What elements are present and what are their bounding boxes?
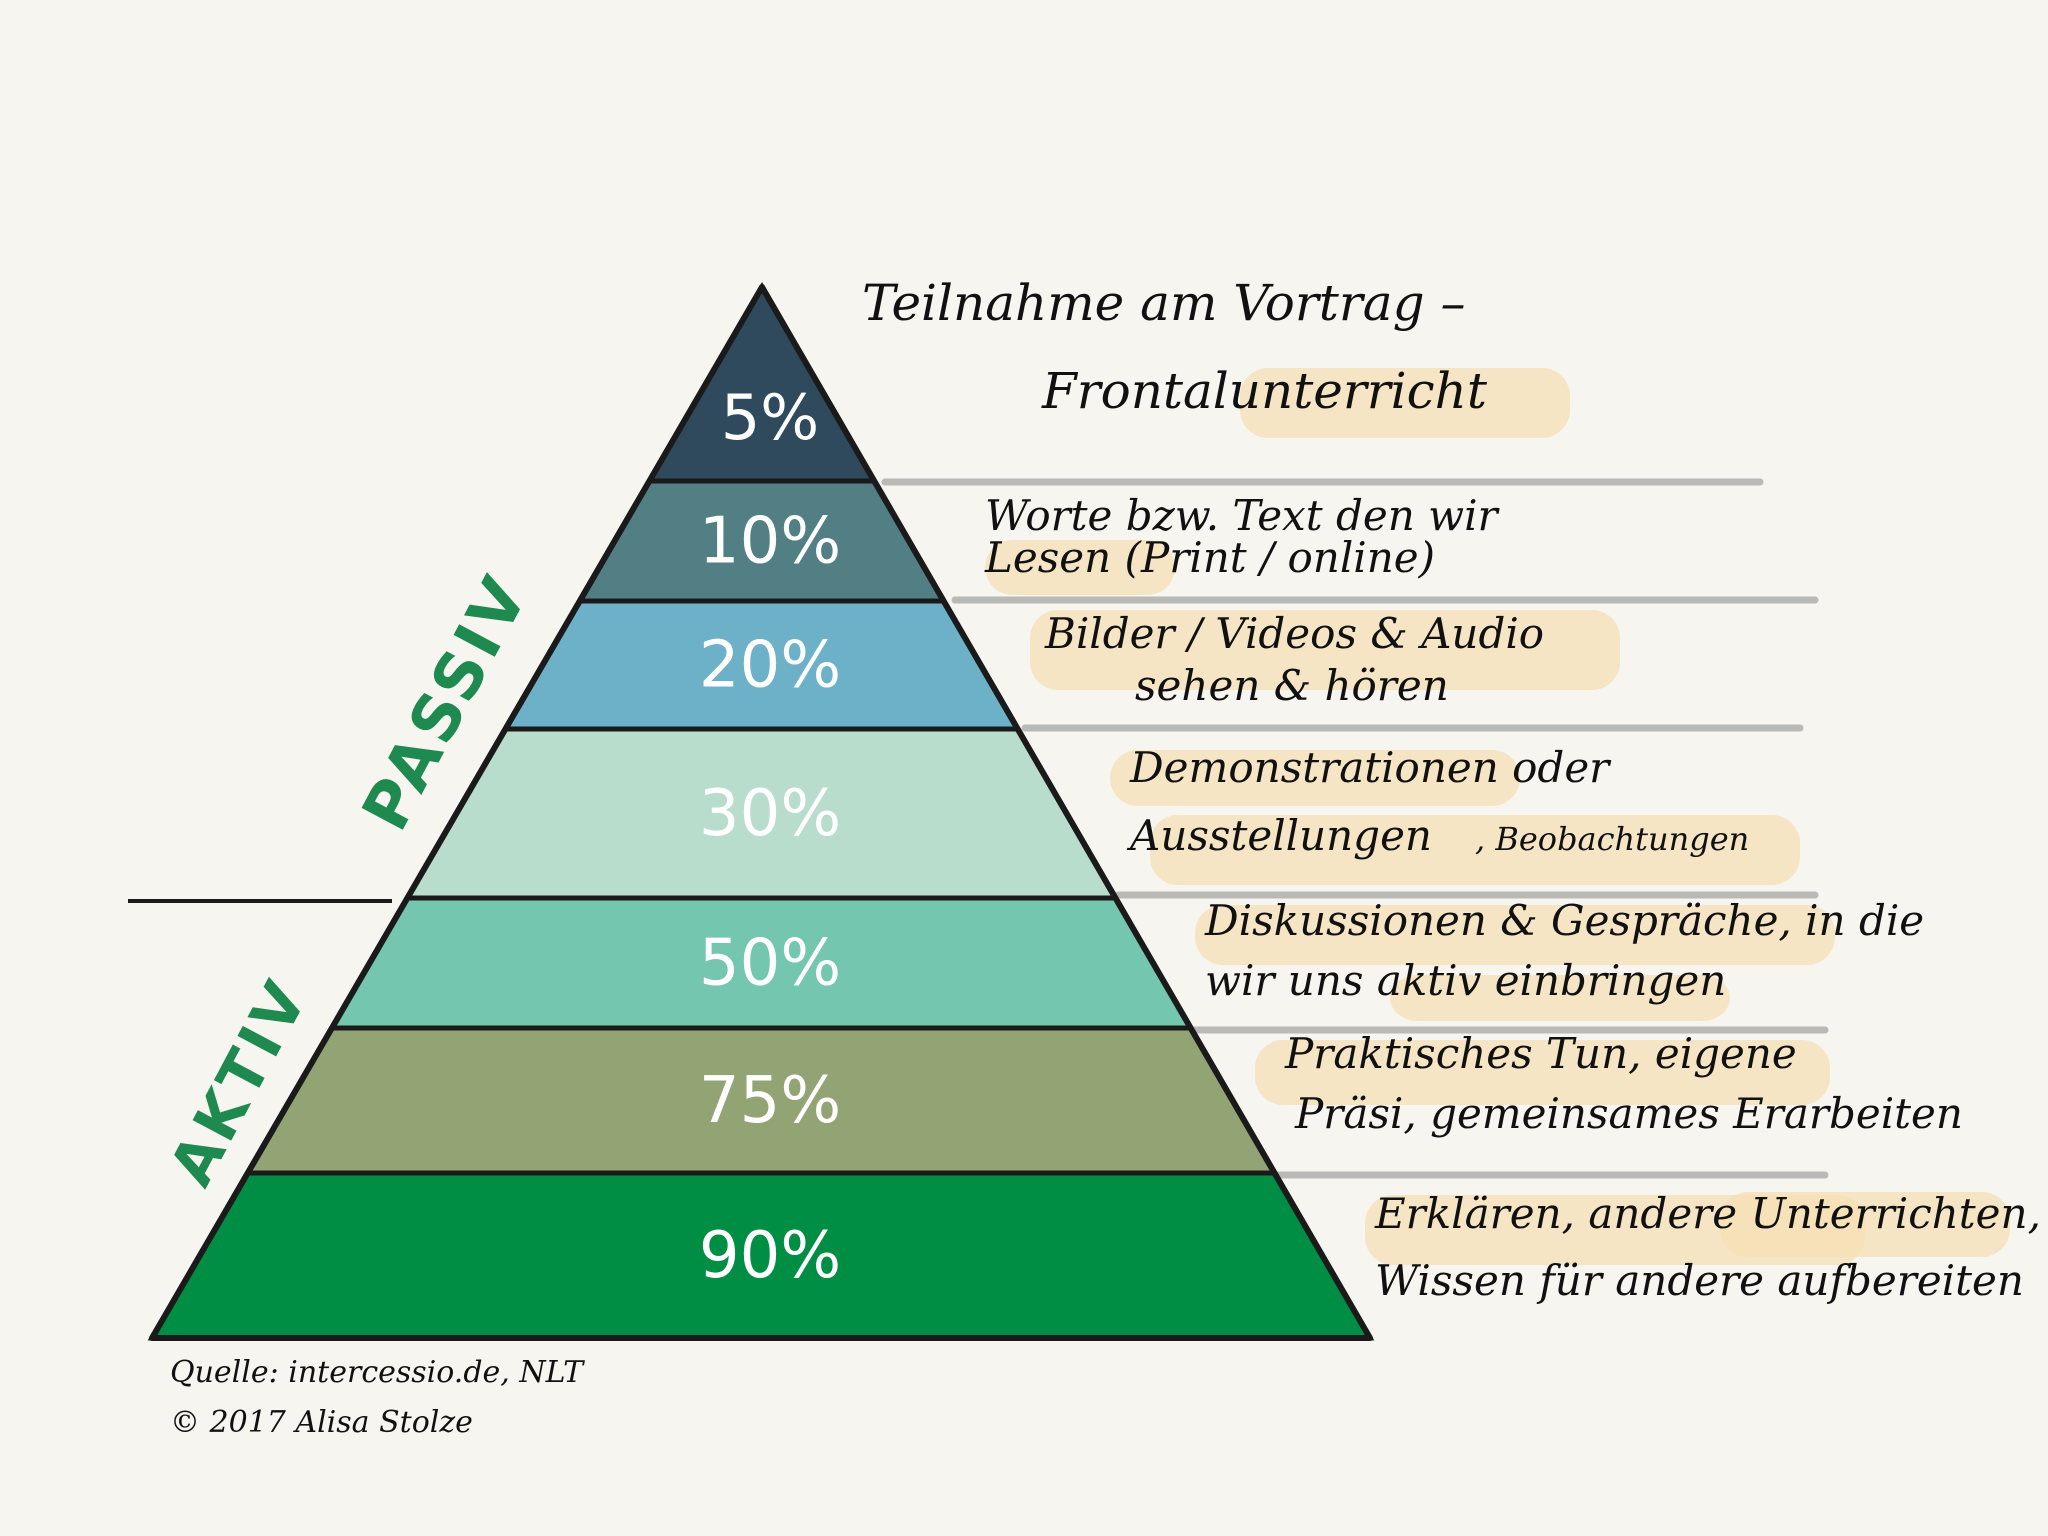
level-description-line: Diskussionen & Gespräche, in die bbox=[1204, 896, 1924, 945]
percent-labels: 5% 10% 20% 30% 50% 75% 90% bbox=[699, 381, 841, 1293]
level-description-line: Präsi, gemeinsames Erarbeiten bbox=[1294, 1089, 1963, 1138]
highlight-blob bbox=[1150, 815, 1800, 885]
level-description-line: Bilder / Videos & Audio bbox=[1044, 609, 1544, 658]
highlight-blob bbox=[1030, 610, 1620, 690]
highlight-blob bbox=[1390, 975, 1730, 1021]
percent-label: 90% bbox=[699, 1219, 841, 1293]
level-description-line: Praktisches Tun, eigene bbox=[1284, 1029, 1797, 1078]
percent-label: 75% bbox=[699, 1064, 841, 1138]
source-text: Quelle: intercessio.de, NLT bbox=[170, 1355, 585, 1390]
separator-lines bbox=[881, 478, 1829, 1179]
percent-label: 20% bbox=[699, 629, 841, 703]
percent-label: 50% bbox=[699, 927, 841, 1001]
highlight-blob bbox=[1255, 1040, 1830, 1105]
level-description-line: sehen & hören bbox=[1135, 661, 1449, 710]
pyramid-outline bbox=[149, 284, 1373, 1341]
level-description-line: Worte bzw. Text den wir bbox=[985, 491, 1500, 540]
highlight-blob bbox=[1720, 1192, 2010, 1257]
highlight-blob bbox=[985, 540, 1175, 595]
highlight-blob bbox=[1240, 368, 1570, 438]
copyright-text: © 2017 Alisa Stolze bbox=[170, 1405, 473, 1440]
percent-label: 5% bbox=[721, 381, 819, 454]
percent-label: 30% bbox=[699, 777, 841, 851]
level-description-line: Lesen (Print / online) bbox=[984, 533, 1435, 582]
highlight-blob bbox=[1195, 905, 1835, 965]
level-description-line: Wissen für andere aufbereiten bbox=[1375, 1256, 2024, 1305]
highlight-blob bbox=[1110, 750, 1520, 806]
percent-label: 10% bbox=[699, 505, 841, 579]
level-description-line: Teilnahme am Vortrag – bbox=[862, 274, 1466, 332]
level-description-line: Demonstrationen oder bbox=[1129, 743, 1612, 792]
level-description-line: Ausstellungen bbox=[1126, 811, 1432, 860]
level-description-line: Erklären, andere Unterrichten, bbox=[1374, 1189, 2041, 1238]
level-description-extra: , Beobachtungen bbox=[1475, 820, 1749, 858]
level-descriptions: Teilnahme am Vortrag – FrontalunterrichtW… bbox=[862, 274, 2041, 1305]
level-description-line: wir uns aktiv einbringen bbox=[1205, 956, 1726, 1005]
text-highlights bbox=[985, 368, 2010, 1265]
level-description-line: Frontalunterricht bbox=[1041, 362, 1488, 420]
